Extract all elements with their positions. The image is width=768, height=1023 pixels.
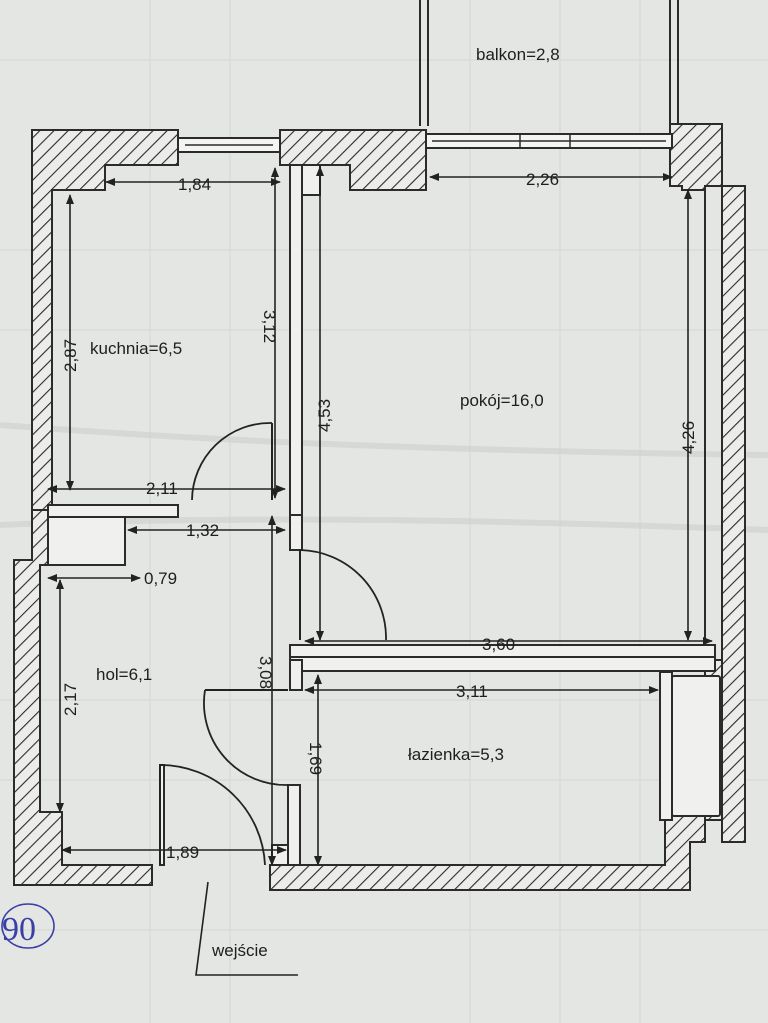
exterior-walls [13, 123, 746, 891]
dim-room-width-bottom: 3,60 [482, 635, 515, 654]
dim-hall-height-left: 2,17 [61, 683, 80, 716]
dim-kitchen-width-top: 1,84 [178, 175, 211, 194]
dim-hall-top-width: 1,32 [186, 521, 219, 540]
dim-room-height-left: 4,53 [315, 399, 334, 432]
balcony [419, 0, 679, 126]
dimension-labels: 1,84 2,87 3,12 2,11 1,32 0,79 2,17 3,08 … [61, 170, 698, 862]
dim-bath-width: 3,11 [456, 682, 488, 701]
room-label-kuchnia: kuchnia=6,5 [90, 339, 182, 358]
room-label-pokoj: pokój=16,0 [460, 391, 544, 410]
dim-kitchen-partition-height: 3,12 [260, 310, 279, 343]
dim-hall-niche-width: 0,79 [144, 569, 177, 588]
pen-mark-text: 90 [2, 911, 36, 948]
room-labels: balkon=2,8 kuchnia=6,5 pokój=16,0 hol=6,… [90, 45, 560, 764]
entrance-label: wejście [211, 941, 268, 960]
dim-hall-height-right: 3,08 [256, 656, 275, 689]
pen-mark: 90 [1, 903, 55, 949]
dim-hall-bottom-width: 1,89 [166, 843, 199, 862]
interior-walls [47, 164, 721, 866]
entrance-marker: wejście [195, 881, 298, 976]
dim-room-width-top: 2,26 [526, 170, 559, 189]
dim-room-height-right: 4,26 [679, 421, 698, 454]
dimension-lines [47, 166, 713, 866]
room-label-lazienka: łazienka=5,3 [408, 745, 504, 764]
room-door [299, 549, 387, 641]
room-label-hol: hol=6,1 [96, 665, 152, 684]
dim-kitchen-height-left: 2,87 [61, 339, 80, 372]
dim-kitchen-width-bottom: 2,11 [146, 479, 178, 498]
windows [177, 133, 673, 153]
room-label-balkon: balkon=2,8 [476, 45, 560, 64]
dim-bath-height: 1,69 [306, 742, 325, 775]
bathroom-door [203, 689, 289, 786]
